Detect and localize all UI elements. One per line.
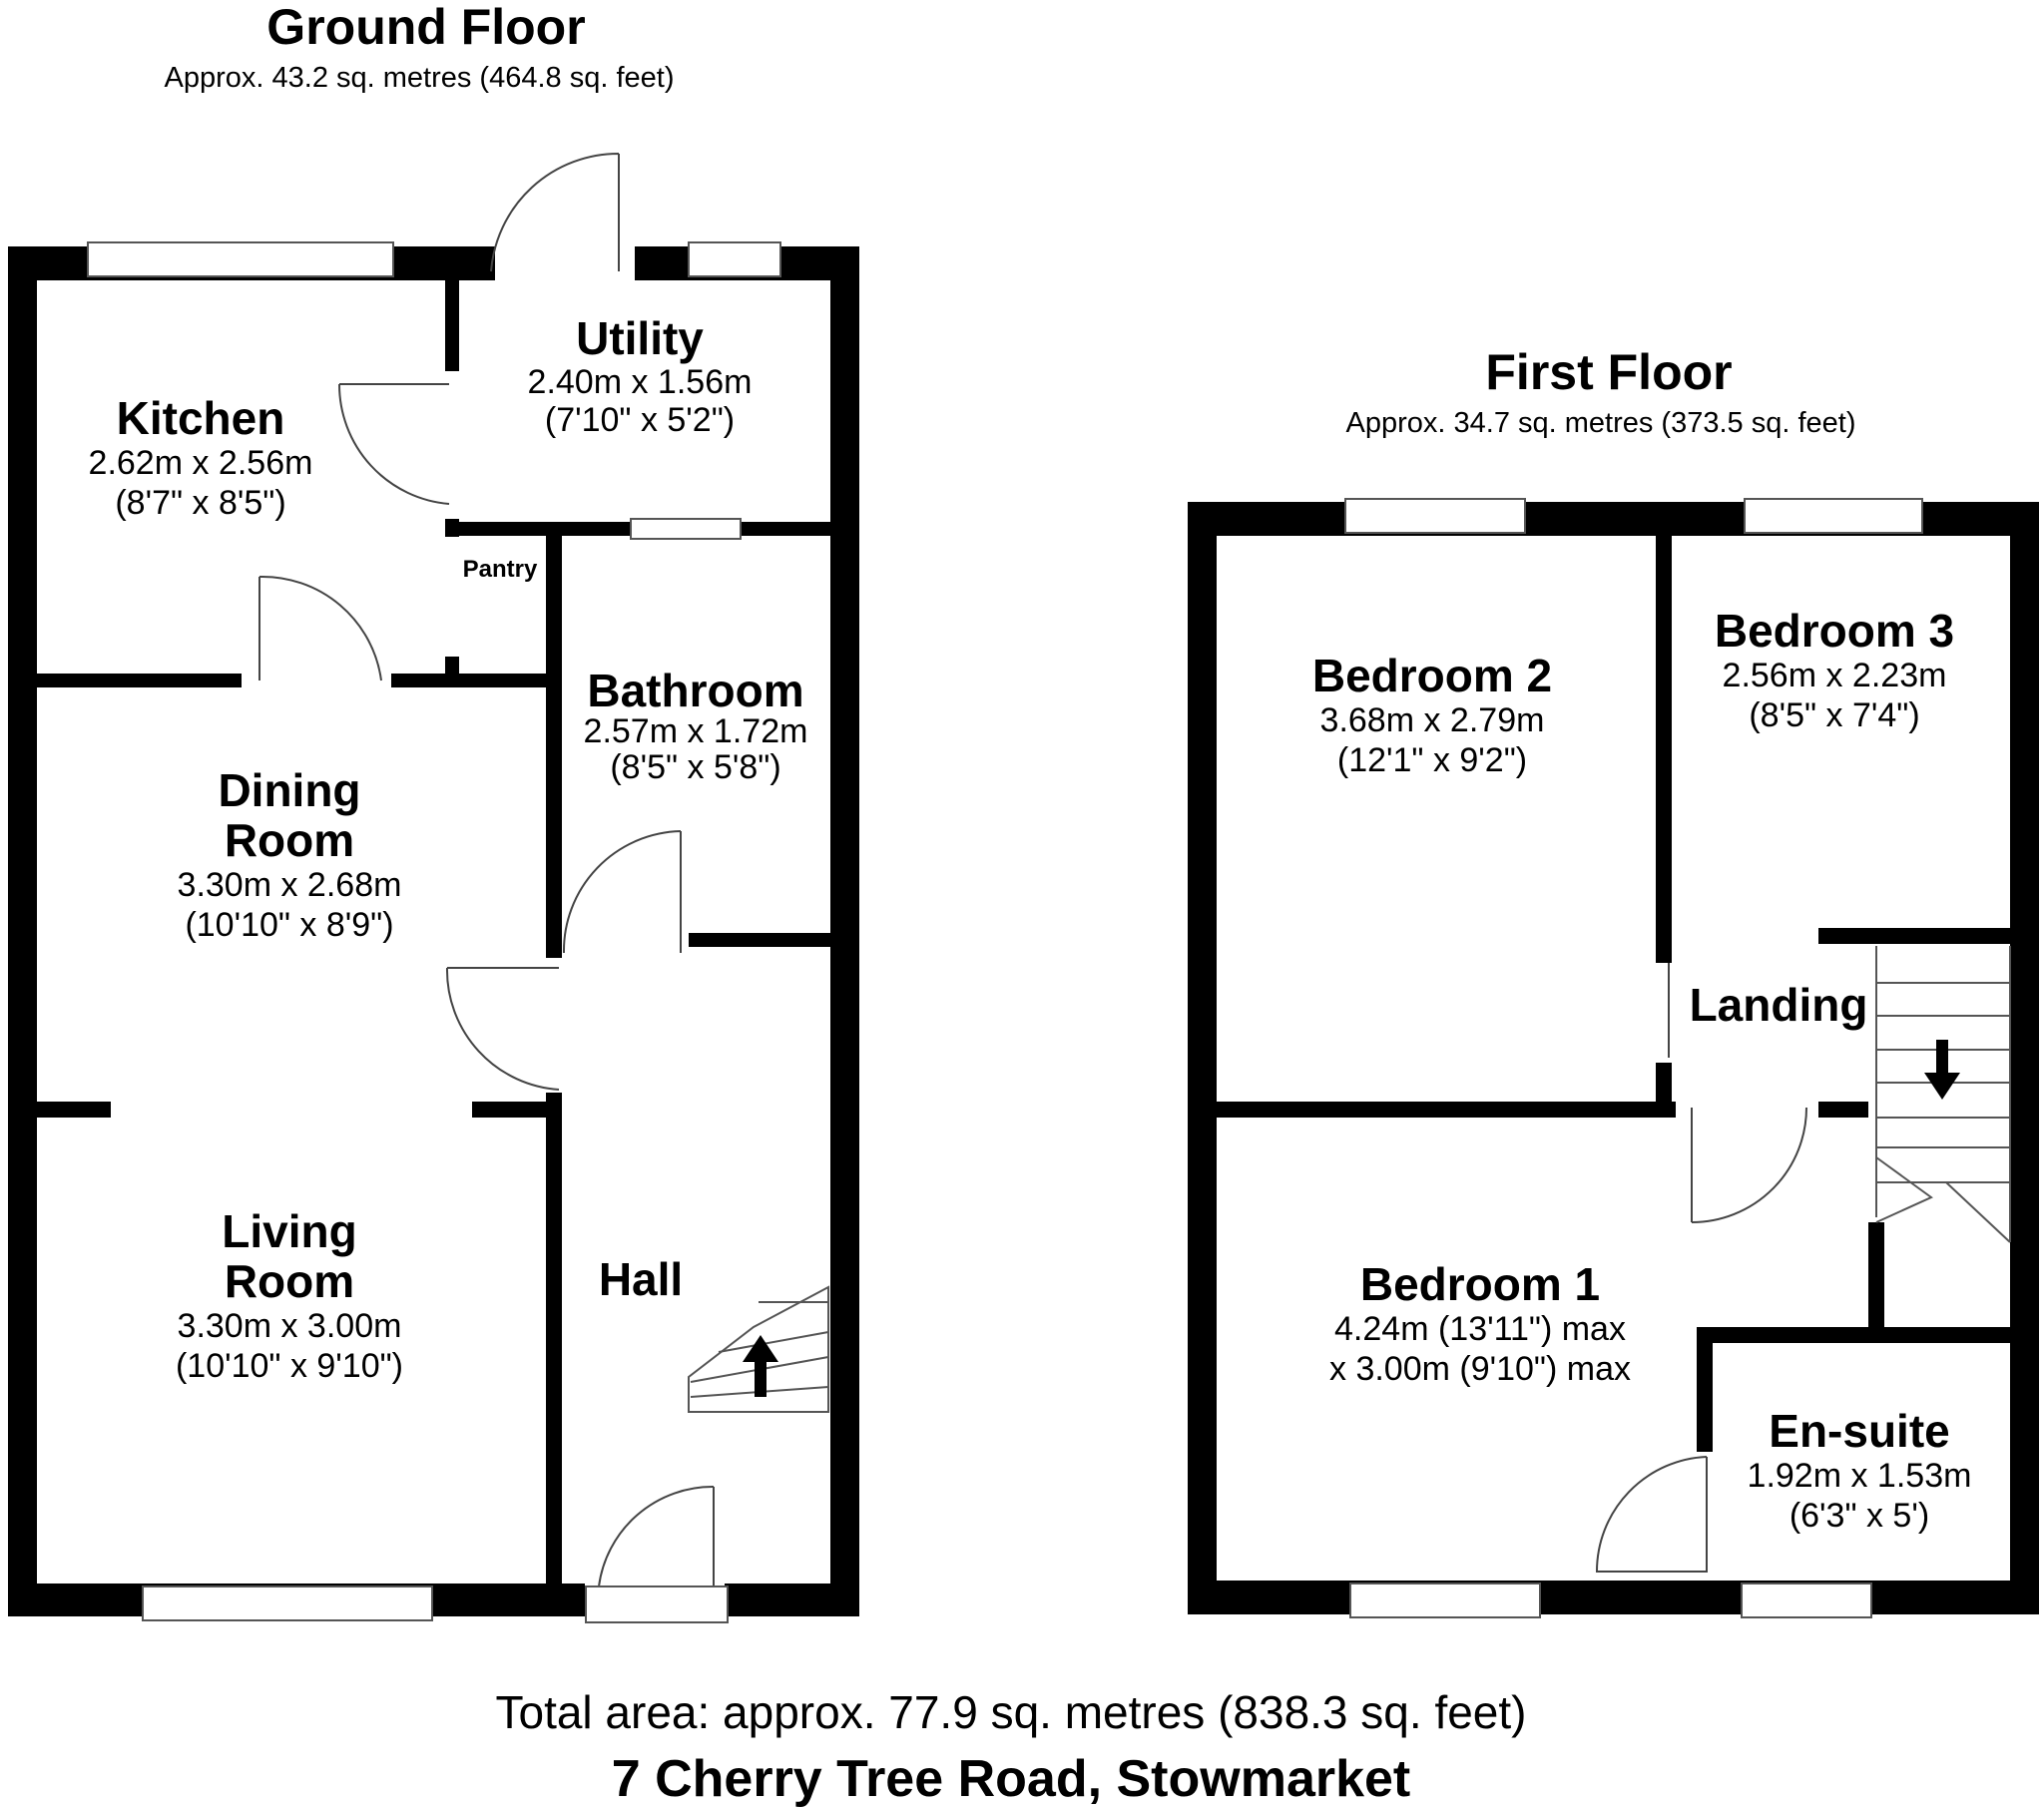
total-area: Total area: approx. 77.9 sq. metres (838… <box>495 1686 1526 1738</box>
ground-floor-doors <box>258 152 729 1623</box>
front-door <box>598 1485 715 1587</box>
ensuite-door <box>1595 1456 1708 1573</box>
utility-name: Utility <box>576 312 704 364</box>
hall-dining-door <box>445 967 560 1091</box>
ground-floor-labels: Kitchen 2.62m x 2.56m (8'7" x 8'5") Util… <box>89 312 808 1385</box>
utility-back-door <box>490 152 620 272</box>
bedroom3-metric: 2.56m x 2.23m <box>1723 657 1947 694</box>
bedroom1-window <box>1349 1583 1541 1618</box>
living-room-name-line2: Room <box>225 1255 354 1307</box>
bedroom1-size-line2: x 3.00m (9'10") max <box>1329 1350 1631 1388</box>
kitchen-window <box>87 241 394 277</box>
first-floor-plan: First Floor Approx. 34.7 sq. metres (373… <box>1188 344 2039 1618</box>
dining-room-name-line1: Dining <box>218 764 360 816</box>
ground-floor-area: Approx. 43.2 sq. metres (464.8 sq. feet) <box>165 62 675 94</box>
ground-floor-plan: Ground Floor Approx. 43.2 sq. metres (46… <box>8 0 859 1623</box>
bedroom2-imperial: (12'1" x 9'2") <box>1337 741 1527 779</box>
ensuite-imperial: (6'3" x 5') <box>1789 1497 1929 1535</box>
ensuite-name: En-suite <box>1769 1405 1949 1457</box>
utility-window <box>688 241 781 277</box>
bedroom2-name: Bedroom 2 <box>1312 650 1552 701</box>
bedroom3-name: Bedroom 3 <box>1715 605 1954 657</box>
bedroom3-imperial: (8'5" x 7'4") <box>1749 696 1919 734</box>
dining-kitchen-door <box>258 575 382 681</box>
first-floor-title: First Floor <box>1485 344 1732 400</box>
bathroom-metric: 2.57m x 1.72m <box>584 712 808 750</box>
bedroom1-name: Bedroom 1 <box>1360 1258 1600 1310</box>
first-floor-labels: Bedroom 2 3.68m x 2.79m (12'1" x 9'2") B… <box>1312 605 1972 1535</box>
first-floor-doors <box>1595 963 1807 1573</box>
ground-floor-windows <box>87 241 781 1621</box>
plan-footer: Total area: approx. 77.9 sq. metres (838… <box>495 1686 1526 1808</box>
property-address: 7 Cherry Tree Road, Stowmarket <box>612 1750 1411 1808</box>
bathroom-name: Bathroom <box>587 665 803 716</box>
dining-room-metric: 3.30m x 2.68m <box>178 866 402 904</box>
dining-room-name-line2: Room <box>225 814 354 866</box>
down-arrow-head-icon <box>1924 1073 1960 1100</box>
bedroom1-door <box>1691 1107 1807 1223</box>
living-room-window <box>142 1585 433 1621</box>
up-arrow-head-icon <box>743 1335 778 1362</box>
bathroom-imperial: (8'5" x 5'8") <box>610 748 780 786</box>
kitchen-imperial: (8'7" x 8'5") <box>115 484 285 522</box>
kitchen-metric: 2.62m x 2.56m <box>89 444 313 482</box>
first-floor-stairs <box>1875 946 2011 1243</box>
hall-bathroom-door <box>562 830 682 954</box>
landing-name: Landing <box>1690 979 1868 1031</box>
utility-imperial: (7'10" x 5'2") <box>545 401 735 439</box>
living-room-metric: 3.30m x 3.00m <box>178 1307 402 1345</box>
living-room-imperial: (10'10" x 9'10") <box>176 1347 403 1385</box>
ensuite-window <box>1741 1583 1872 1618</box>
bedroom2-window <box>1344 498 1526 534</box>
dining-room-imperial: (10'10" x 8'9") <box>185 906 393 944</box>
bathroom-window <box>630 518 742 540</box>
first-floor-area: Approx. 34.7 sq. metres (373.5 sq. feet) <box>1346 407 1856 439</box>
first-floor-windows <box>1344 498 1923 1618</box>
up-arrow-icon <box>755 1357 766 1397</box>
bedroom2-metric: 3.68m x 2.79m <box>1320 701 1545 739</box>
down-arrow-icon <box>1936 1040 1948 1080</box>
bedroom3-window <box>1744 498 1923 534</box>
bedroom1-size-line1: 4.24m (13'11") max <box>1334 1310 1626 1348</box>
hall-name: Hall <box>599 1253 683 1305</box>
utility-metric: 2.40m x 1.56m <box>528 363 753 401</box>
pantry-name: Pantry <box>463 556 538 583</box>
kitchen-utility-door <box>337 383 450 505</box>
living-room-name-line1: Living <box>222 1205 356 1257</box>
ground-floor-title: Ground Floor <box>266 0 585 55</box>
ensuite-metric: 1.92m x 1.53m <box>1748 1457 1972 1495</box>
front-door-threshold <box>585 1585 729 1623</box>
hall-stairs <box>688 1285 829 1413</box>
kitchen-name: Kitchen <box>117 392 285 444</box>
